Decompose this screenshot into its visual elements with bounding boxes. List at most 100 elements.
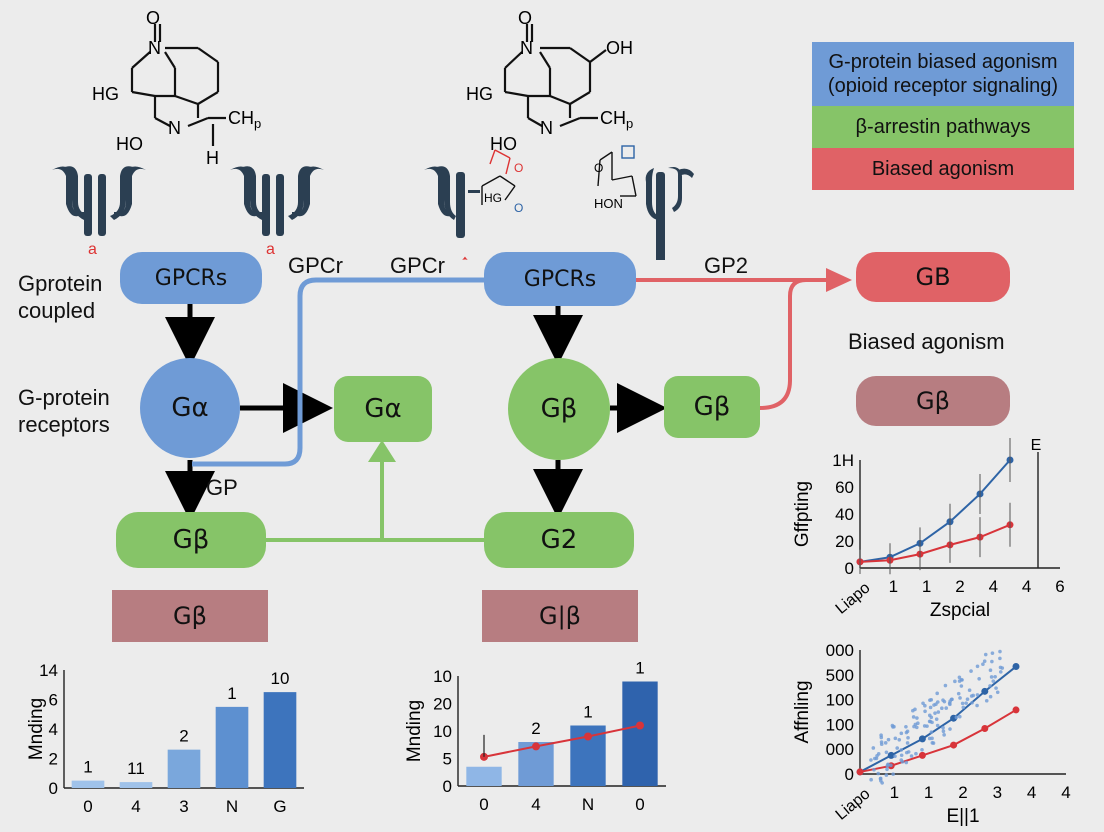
scatter-point [970, 701, 974, 705]
scatter-point [871, 746, 876, 750]
x-tick-label: 4 [1061, 783, 1070, 802]
m3-o: O [514, 161, 523, 175]
m2-ch: CHp [600, 108, 633, 131]
scatter-point [961, 705, 966, 710]
scatter-point [969, 694, 974, 698]
red-connector [636, 278, 830, 410]
y-tick-label: 0 [845, 559, 854, 578]
y-axis-label: Affnling [792, 680, 813, 743]
data-label: 10 [271, 669, 290, 688]
y-tick-label: 0 [443, 777, 452, 796]
corner-label: E [1031, 437, 1042, 454]
molecule-4-bonds [597, 151, 637, 197]
scatter-point [879, 735, 884, 740]
y-axis-label: Mnding [26, 698, 47, 760]
scatter-point [904, 750, 909, 755]
scatter-point [998, 665, 1003, 670]
scatter-point [948, 702, 952, 707]
y-tick-label: 500 [826, 666, 854, 685]
scatter-point [960, 678, 964, 682]
scatter-point [886, 737, 891, 742]
node-gbeta-center-box: Gβ [664, 376, 760, 438]
m1-h: H [206, 148, 219, 168]
scatter-point [883, 741, 888, 745]
receptor-icon-1 [52, 166, 146, 236]
y-axis-label: Mnding [404, 700, 425, 762]
x-tick-label: 4 [989, 577, 998, 596]
scatter-point [869, 777, 873, 782]
data-label: 11 [127, 759, 145, 778]
m2-n1: N [520, 38, 533, 58]
y-tick-label: 10 [433, 722, 452, 741]
scatter-point [982, 659, 987, 664]
data-label: 1 [227, 684, 236, 703]
node-galpha-box: Gα [334, 376, 432, 442]
molecule-3-bonds [481, 175, 516, 205]
node-gbeta-mauve-center: G|β [482, 590, 638, 642]
m1-ch: CHp [228, 108, 261, 131]
label-gpcr-1: GPCr [288, 253, 343, 278]
m2-o: O [518, 8, 532, 28]
scatter-point [899, 758, 904, 762]
scatter-point [899, 753, 904, 758]
scatter-point [988, 684, 992, 688]
series-point [1012, 663, 1020, 671]
scatter-point [880, 781, 884, 785]
x-tick-label: G [273, 797, 286, 816]
x-tick-label: 3 [993, 783, 1002, 802]
node-gbeta-mauve-left: Gβ [112, 590, 268, 642]
scatter-point [958, 696, 962, 700]
scatter-point [988, 668, 993, 673]
data-label: 2 [179, 727, 188, 746]
scatter-point [998, 670, 1003, 674]
y-tick-label: 100 [826, 715, 854, 734]
green-connector [266, 458, 484, 542]
scatter-point [941, 729, 946, 733]
scatter-point [934, 702, 938, 707]
bar [622, 681, 658, 786]
scatter-point [981, 662, 985, 667]
x-tick-label: 1 [924, 783, 933, 802]
trend-line [483, 724, 641, 758]
series-point [950, 741, 958, 749]
scatter-point [928, 705, 933, 710]
m4-hon: HON [594, 196, 623, 211]
m4-o: O [594, 161, 603, 175]
y-tick-label: 000 [826, 740, 854, 759]
scatter-point [975, 693, 980, 697]
scatter-point [940, 706, 944, 711]
y-tick-label: 2 [49, 750, 58, 769]
scatter-point [994, 686, 998, 690]
scatter-point [958, 714, 962, 719]
scatter-point [933, 711, 937, 715]
trend-point [584, 732, 592, 741]
scatter-point [954, 715, 959, 720]
legend-green-text: β-arrestin pathways [855, 116, 1031, 138]
scatter-point [923, 709, 927, 714]
m2-hg: HG [466, 84, 493, 104]
scatter-point [884, 773, 889, 777]
scatter-point [897, 738, 902, 742]
legend: G-protein biased agonism (opioid recepto… [812, 42, 1074, 190]
node-gb-red: GB [856, 252, 1010, 302]
scatter-point [905, 729, 910, 734]
y-tick-label: 14 [39, 661, 58, 680]
scatter-point [911, 715, 916, 719]
scatter-point [991, 679, 996, 683]
node-gbeta-circle: Gβ [508, 358, 610, 460]
trend-point [636, 721, 644, 730]
scatter-point [949, 697, 954, 702]
m1-ho: HO [116, 134, 143, 154]
scatter-point [990, 651, 995, 655]
x-tick-label: 0 [479, 795, 488, 814]
scatter-point [975, 703, 979, 708]
scatter-point [890, 723, 895, 728]
scatter-point [941, 698, 945, 702]
scatter-point [904, 760, 909, 765]
node-gpcrs-left: GPCRs [120, 252, 262, 304]
x-tick-label: 1 [922, 577, 931, 596]
scatter-point [993, 674, 997, 679]
scatter-point [944, 706, 949, 710]
